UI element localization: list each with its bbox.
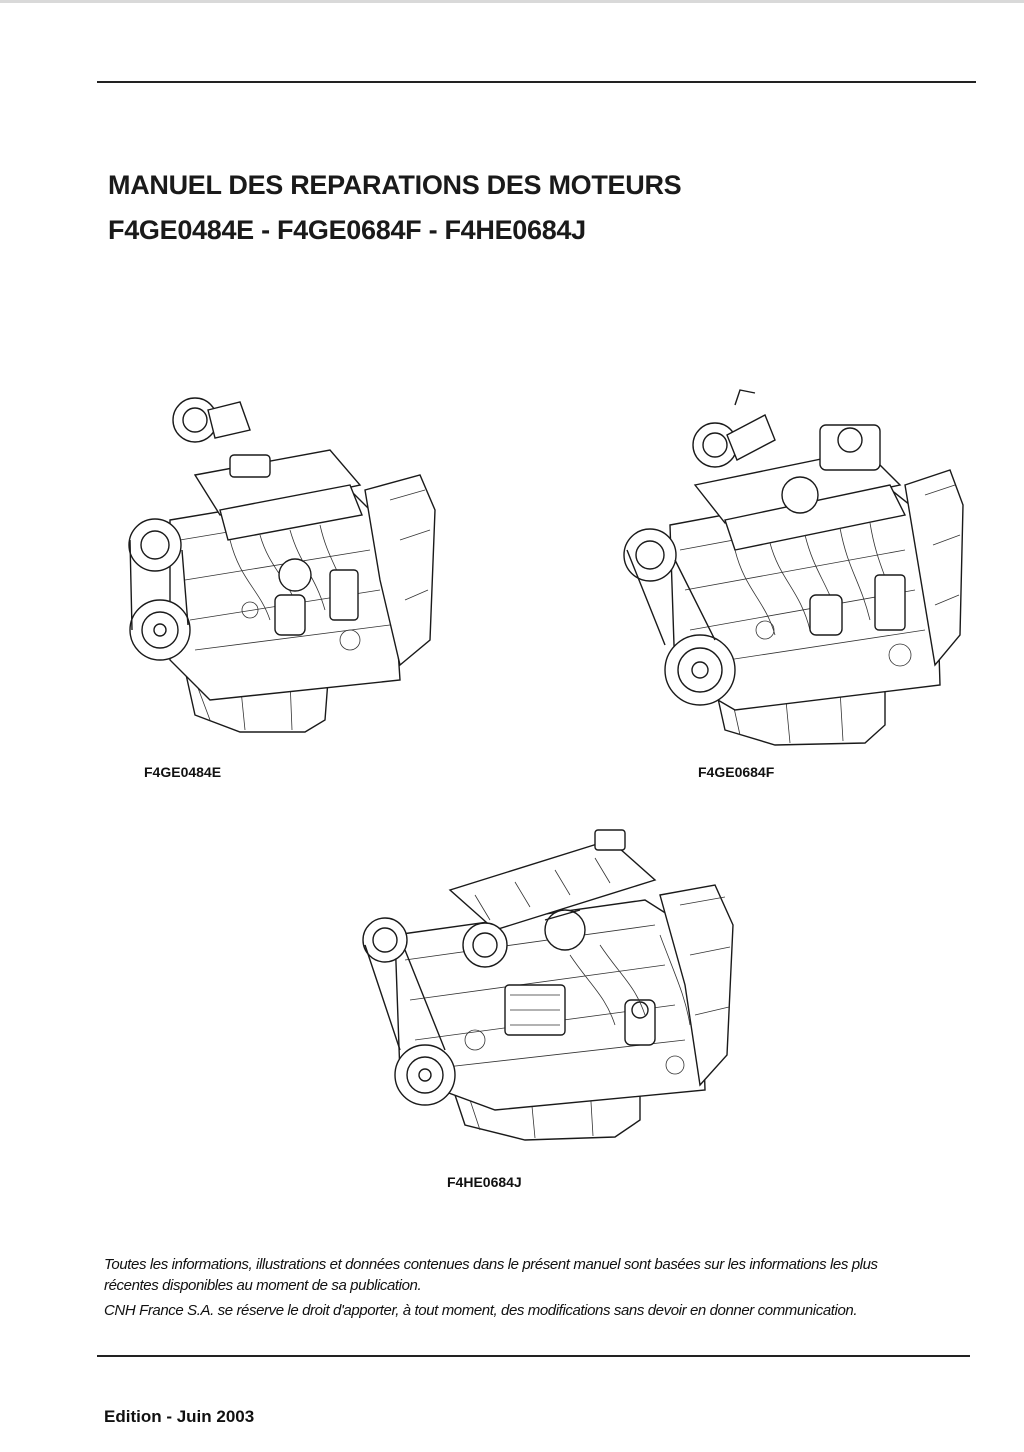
manual-title: MANUEL DES REPARATIONS DES MOTEURS <box>108 170 682 200</box>
engine-models-title: F4GE0484E - F4GE0684F - F4HE0684J <box>108 215 586 245</box>
figure-caption: F4HE0684J <box>447 1174 522 1190</box>
notice-text: Toutes les informations, illustrations e… <box>104 1256 878 1273</box>
edition-date: Edition - Juin 2003 <box>104 1407 255 1426</box>
rights-notice-text: CNH France S.A. se réserve le droit d'ap… <box>104 1302 858 1319</box>
engine-illustration-icon <box>100 380 440 755</box>
notice-text: récentes disponibles au moment de sa pub… <box>104 1277 422 1294</box>
figure-caption: F4GE0684F <box>698 764 775 780</box>
figure-caption: F4GE0484E <box>144 764 222 780</box>
engine-illustration-icon <box>615 385 965 750</box>
footer-rule <box>97 1355 970 1357</box>
header-rule <box>97 81 976 83</box>
engine-illustration-icon <box>355 825 740 1145</box>
page-top-edge <box>0 0 1024 3</box>
